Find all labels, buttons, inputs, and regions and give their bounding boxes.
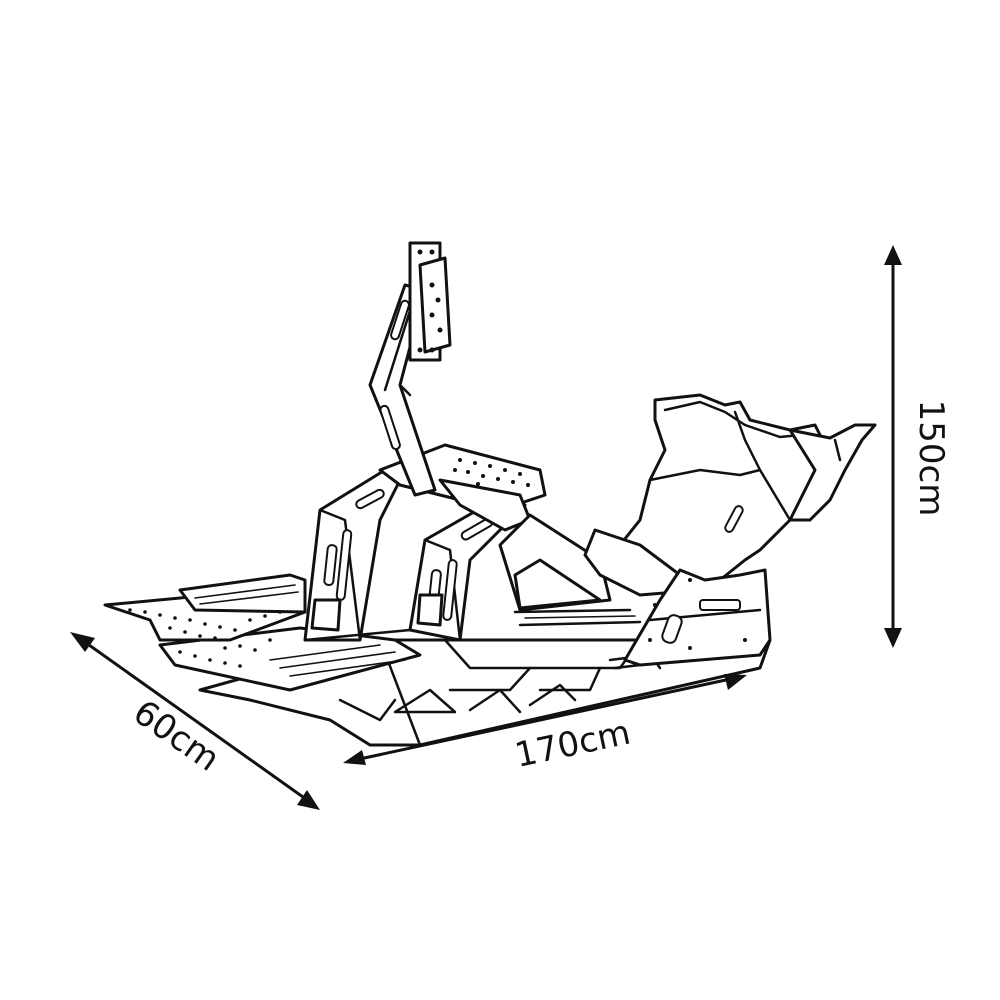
depth-arrow-head-start — [70, 632, 95, 652]
length-arrow-line — [354, 676, 736, 762]
pedal-deck-holes — [128, 608, 282, 668]
monitor-arm — [368, 283, 437, 497]
wheel-deck-holes — [453, 458, 530, 487]
front-uprights — [303, 468, 527, 642]
length-arrow-head-start — [343, 750, 366, 765]
monitor-bracket — [408, 241, 452, 362]
pedal-deck — [103, 573, 422, 692]
racing-seat — [583, 393, 877, 667]
height-arrow-head-top — [884, 245, 902, 265]
height-dimension: 150cm — [884, 245, 951, 648]
height-arrow-head-bottom — [884, 628, 902, 648]
depth-arrow-line — [81, 638, 311, 804]
depth-arrow-head-end — [297, 790, 320, 810]
length-arrow-head-end — [724, 674, 747, 690]
height-label: 150cm — [911, 400, 951, 517]
